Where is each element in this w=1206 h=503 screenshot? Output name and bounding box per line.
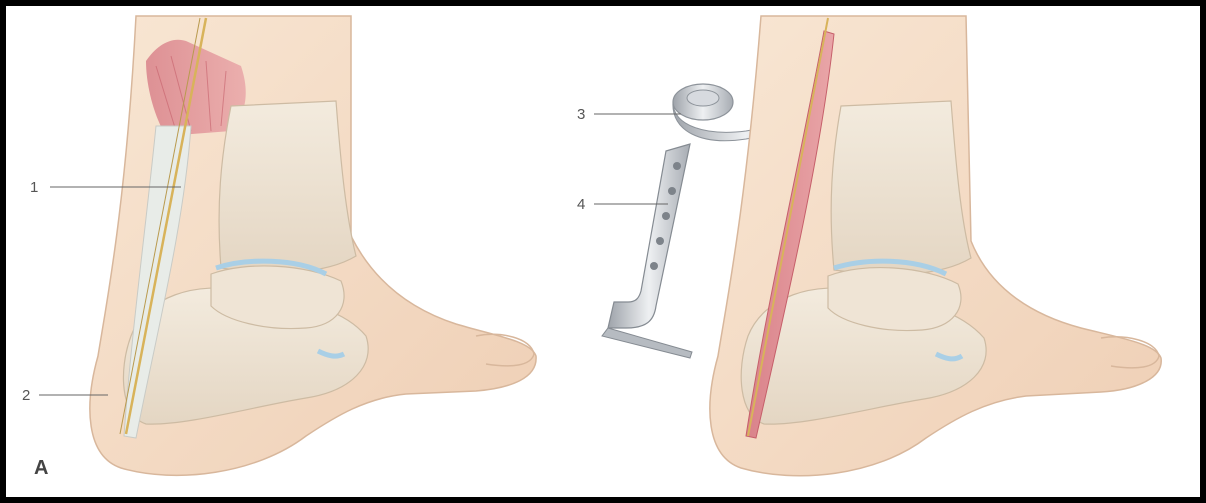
left-foot (90, 16, 536, 475)
fixation-plate (602, 144, 692, 358)
callout-4-label: 4 (577, 197, 585, 212)
figure-frame: 1 2 3 4 A (6, 6, 1200, 497)
left-tibia (219, 101, 356, 272)
callout-2-label: 2 (22, 388, 30, 403)
right-tibia (831, 101, 971, 274)
illustration (6, 6, 1200, 497)
right-foot (710, 16, 1161, 476)
panel-label: A (34, 458, 48, 478)
callout-1-label: 1 (30, 180, 38, 195)
callout-3-label: 3 (577, 107, 585, 122)
